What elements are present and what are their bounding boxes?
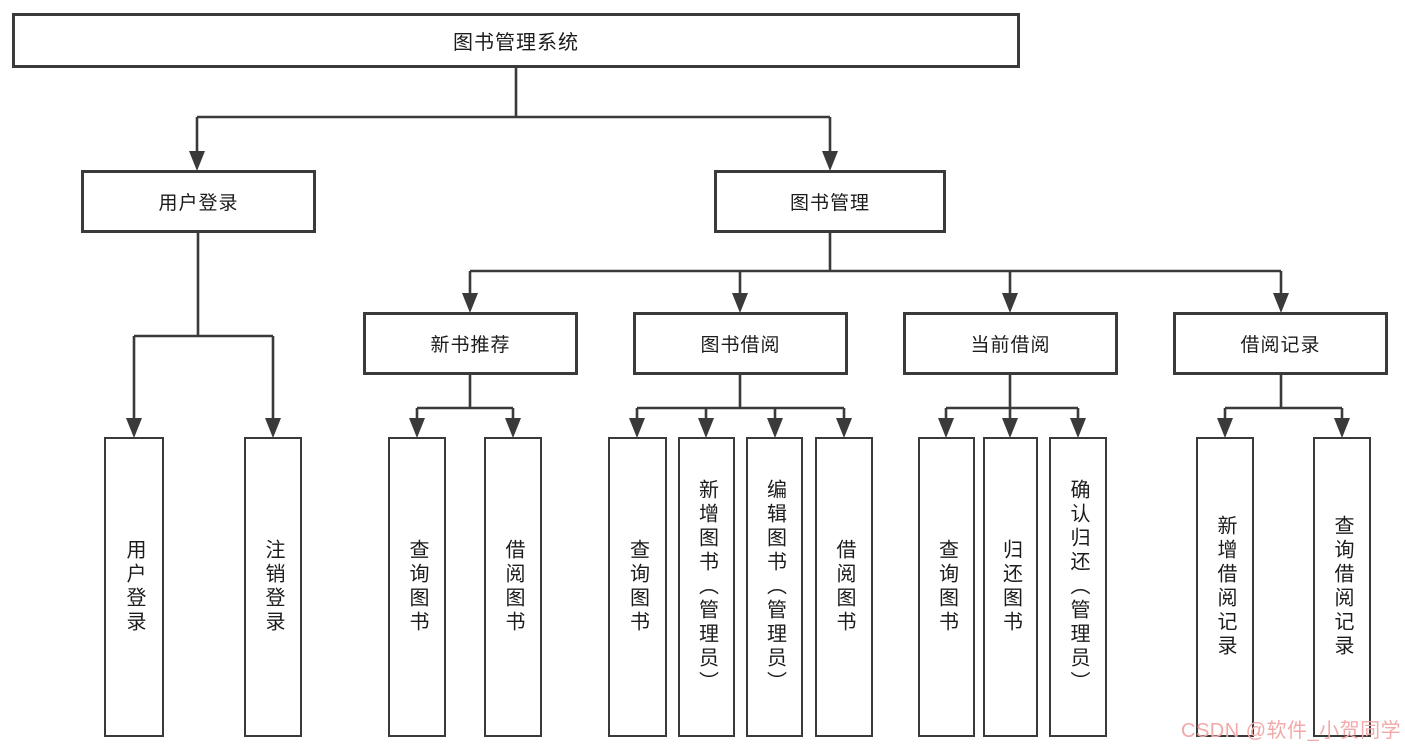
leaf-label: 编辑图书（管理员）: [763, 479, 786, 695]
leaf-query-borrow-record: 查询借阅记录: [1313, 437, 1371, 737]
node-book-borrow: 图书借阅: [633, 312, 848, 375]
leaf-borrow-edit-admin: 编辑图书（管理员）: [746, 437, 803, 737]
leaf-label: 注销登录: [262, 539, 284, 635]
node-label: 图书借阅: [700, 335, 781, 356]
node-system-root: 图书管理系统: [12, 13, 1020, 68]
leaf-newbooks-borrow: 借阅图书: [484, 437, 542, 737]
leaf-label: 查询借阅记录: [1331, 515, 1353, 659]
node-new-book-recommend: 新书推荐: [363, 312, 578, 375]
leaf-label: 新增借阅记录: [1214, 515, 1236, 659]
node-label: 图书管理系统: [453, 32, 579, 54]
node-current-borrow: 当前借阅: [903, 312, 1118, 375]
node-label: 新书推荐: [430, 335, 511, 356]
node-label: 用户登录: [158, 193, 239, 214]
leaf-return-book: 归还图书: [983, 437, 1038, 737]
node-label: 图书管理: [789, 193, 870, 214]
leaf-borrow-query: 查询图书: [608, 437, 667, 737]
leaf-label: 查询图书: [626, 539, 649, 635]
node-label: 借阅记录: [1240, 335, 1321, 356]
node-borrow-records: 借阅记录: [1173, 312, 1388, 375]
leaf-current-query: 查询图书: [918, 437, 975, 737]
csdn-watermark: CSDN @软件_小贺同学: [1181, 720, 1402, 742]
leaf-label: 查询图书: [406, 539, 428, 635]
leaf-label: 归还图书: [999, 539, 1022, 635]
leaf-label: 确认归还（管理员）: [1067, 479, 1089, 695]
node-book-management: 图书管理: [714, 170, 946, 233]
arrowheads: [126, 151, 1350, 438]
node-label: 当前借阅: [970, 335, 1051, 356]
node-user-login: 用户登录: [81, 170, 316, 233]
leaf-label: 借阅图书: [502, 539, 524, 635]
leaf-label: 借阅图书: [833, 539, 855, 635]
leaf-label: 查询图书: [935, 539, 958, 635]
leaf-confirm-return-admin: 确认归还（管理员）: [1049, 437, 1107, 737]
leaf-borrow-book: 借阅图书: [815, 437, 873, 737]
leaf-user-login: 用户登录: [104, 437, 164, 737]
leaf-add-borrow-record: 新增借阅记录: [1196, 437, 1254, 737]
leaf-label: 用户登录: [123, 539, 145, 635]
leaf-logout: 注销登录: [244, 437, 302, 737]
leaf-label: 新增图书（管理员）: [695, 479, 718, 695]
leaf-borrow-add-admin: 新增图书（管理员）: [678, 437, 735, 737]
leaf-newbooks-query: 查询图书: [388, 437, 446, 737]
